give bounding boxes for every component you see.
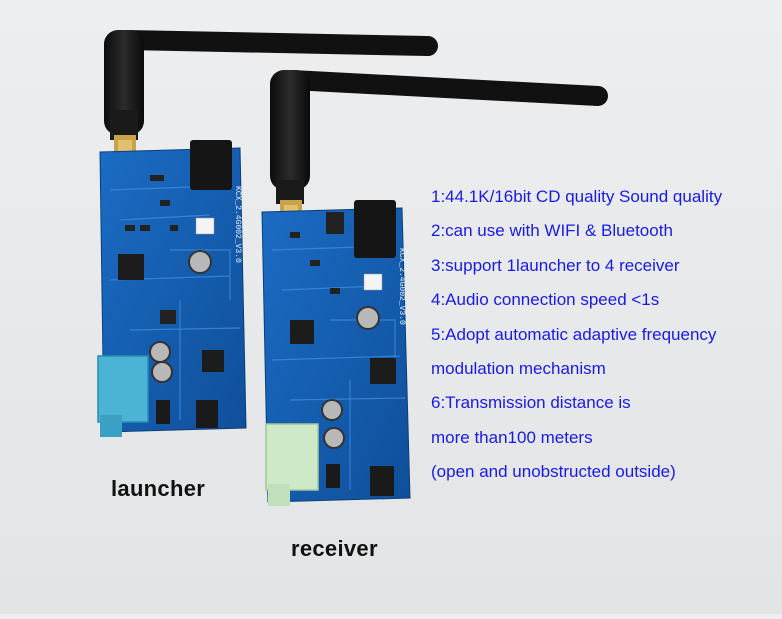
receiver-device: KCX_2.4G002_V3.0 (261, 70, 608, 506)
launcher-antenna (104, 30, 438, 163)
receiver-audio-jack (265, 423, 319, 491)
launcher-label: launcher (111, 476, 206, 501)
receiver-chip (370, 358, 396, 384)
receiver-capacitor (321, 399, 343, 421)
spec-line: 3:support 1launcher to 4 receiver (431, 255, 680, 275)
receiver-antenna (270, 70, 608, 226)
spec-line: modulation mechanism (431, 358, 606, 378)
receiver-silkscreen: KCX_2.4G002_V3.0 (397, 248, 406, 325)
launcher-device: KCX_2.4G002_V3.0 (97, 30, 438, 437)
launcher-audio-jack (97, 355, 149, 423)
spec-line: (open and unobstructed outside) (431, 462, 676, 482)
spec-line: 6:Transmission distance is (431, 393, 631, 413)
spec-line: 2:can use with WIFI & Bluetooth (431, 221, 673, 241)
receiver-label: receiver (291, 536, 378, 561)
receiver-capacitor (356, 306, 380, 330)
launcher-capacitor (188, 250, 212, 274)
launcher-silkscreen: KCX_2.4G002_V3.0 (233, 186, 242, 263)
spec-line: 4:Audio connection speed <1s (431, 290, 660, 310)
launcher-dc-jack (190, 140, 232, 190)
spec-list: 1:44.1K/16bit CD quality Sound quality 2… (431, 180, 722, 490)
launcher-capacitor (151, 361, 173, 383)
spec-line: 1:44.1K/16bit CD quality Sound quality (431, 187, 723, 206)
launcher-chip (160, 310, 176, 324)
spec-line: 5:Adopt automatic adaptive frequency (431, 324, 717, 344)
receiver-capacitor (323, 427, 345, 449)
launcher-capacitor (149, 341, 171, 363)
launcher-chip (118, 254, 144, 280)
spec-line: more than100 meters (431, 427, 593, 447)
receiver-chip (290, 320, 314, 344)
receiver-dc-jack (354, 200, 396, 258)
launcher-chip (202, 350, 224, 372)
